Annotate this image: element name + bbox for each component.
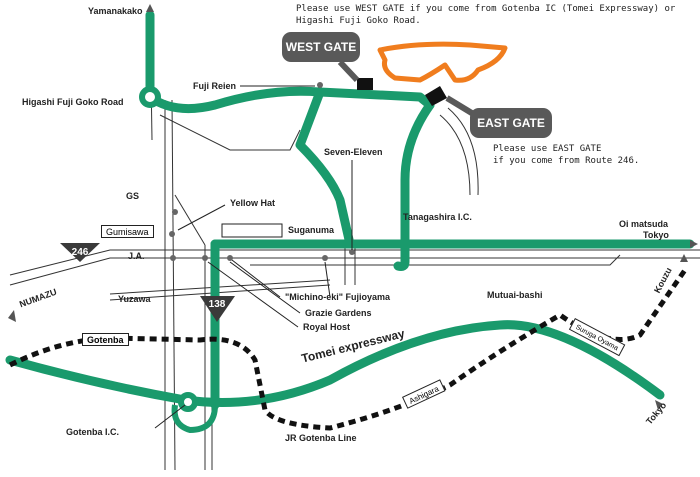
label-higashi-fuji: Higashi Fuji Goko Road [22,97,124,107]
west-note-line1: Please use WEST GATE if you come from Go… [296,4,676,14]
label-yuzawa: Yuzawa [118,294,151,304]
label-gotenba-box: Gotenba [82,333,129,346]
local-road [439,114,471,196]
east-note-line1: Please use EAST GATE [493,144,602,154]
route-seven-eleven [295,87,355,249]
label-yamanakako: Yamanakako [88,6,143,16]
east-gate-label: EAST GATE [470,108,552,138]
local-road [159,114,301,151]
jr-gotenba-line [8,268,688,431]
label-royal-host: Royal Host [303,322,351,332]
arrow-north-icon [146,4,154,12]
route-higashi-fuji [145,86,435,114]
east-note-line2: if you come from Route 246. [493,156,640,166]
arrow-tokyo-icon [655,400,663,410]
label-fuji-reien: Fuji Reien [193,81,237,91]
label-gs: GS [126,191,140,201]
local-road [9,249,700,276]
arrow-east-icon [690,240,698,248]
shield-138-label: 138 [209,299,226,310]
suganuma-box [221,223,283,238]
dot-seven-eleven [349,249,355,255]
label-gumisawa: Gumisawa [101,225,154,238]
local-road [109,279,331,295]
route-east [393,100,435,271]
label-michino-eki: "Michino-eki" Fujioyama [285,292,391,302]
label-jr-line: JR Gotenba Line [285,433,357,443]
local-road [174,194,206,246]
roundabout-north [139,86,161,108]
dot-royal-host [322,255,328,261]
shield-246-icon [60,243,100,262]
label-mutuai: Mutuai-bashi [487,290,543,300]
label-ja: J.A. [128,251,145,261]
west-gate-label: WEST GATE [282,32,360,62]
circuit-track [377,41,508,83]
label-yellow-hat: Yellow Hat [230,198,276,208]
dot-yellow-hat [169,231,175,237]
dot-michino-eki [202,255,208,261]
east-gate-marker [425,86,447,106]
local-road [447,107,479,196]
label-tokyo-top: Tokyo [643,230,669,240]
label-grazie: Grazie Gardens [305,308,372,318]
arrow-numazu-icon [8,310,16,322]
west-gate-pointer [337,59,360,83]
label-tanagashira: Tanagashira I.C. [403,212,472,222]
label-seven-eleven: Seven-Eleven [324,147,383,157]
dot-grazie [227,255,233,261]
ic-loop [171,404,218,434]
label-suganuma: Suganuma [288,225,335,235]
dot-gs [172,209,178,215]
local-road [9,257,700,286]
arrow-kouzu-icon [680,254,688,262]
dot-ja [170,255,176,261]
dot-fuji-reien [317,82,323,88]
shield-246-label: 246 [72,247,89,258]
label-gotenba-ic: Gotenba I.C. [66,427,120,437]
label-oi-matsuda: Oi matsuda [619,219,669,229]
local-road [109,284,331,301]
local-road [250,254,621,266]
west-note-line2: Higashi Fuji Goko Road. [296,16,421,26]
tomei-expressway [5,320,665,407]
shield-138-icon [200,296,235,322]
west-gate-marker [357,78,373,90]
